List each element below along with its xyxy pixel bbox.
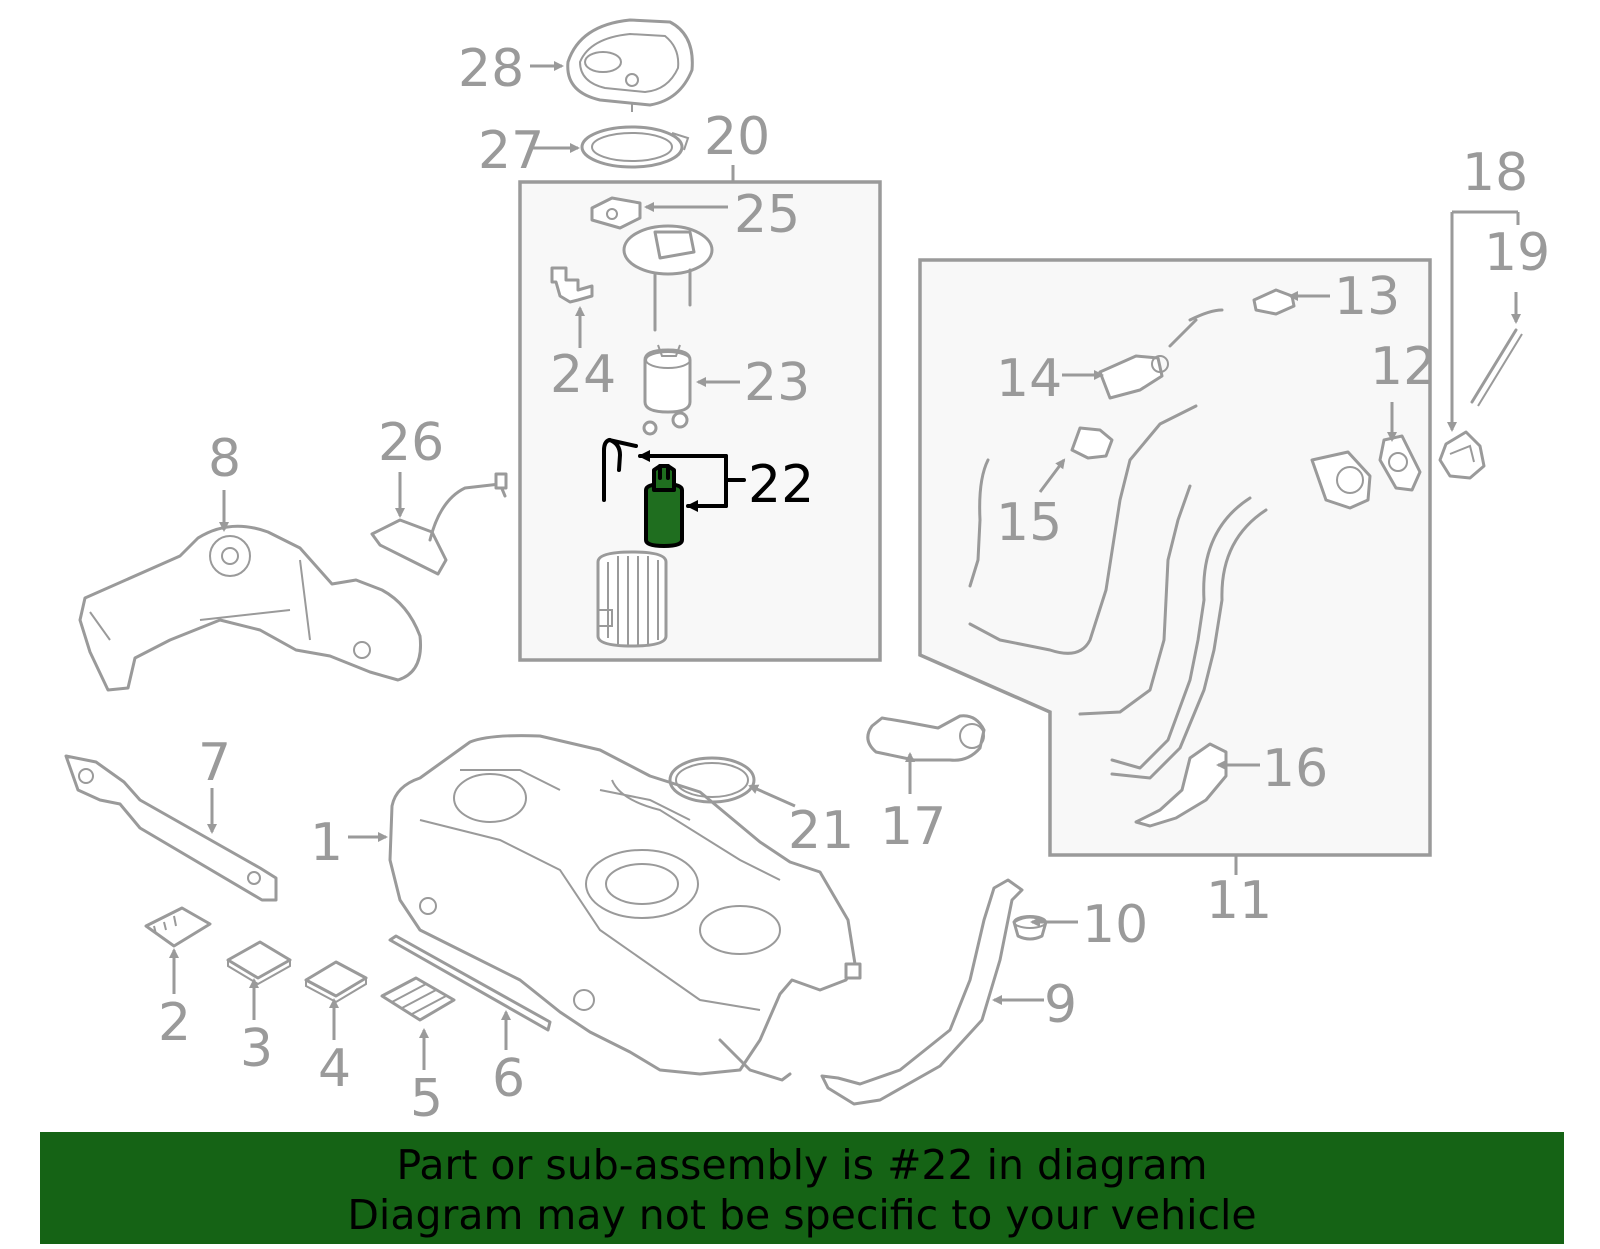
bracket-18 [1452,210,1520,225]
callout-26: 26 [378,413,444,473]
callout-14: 14 [996,349,1062,409]
callout-7: 7 [198,733,231,793]
callout-23: 23 [744,353,810,413]
callout-12: 12 [1370,337,1436,397]
leader-arrows [169,61,1521,1070]
part-27-gasket [580,125,690,169]
part-5-pad [380,976,456,1022]
part-13-valve [1252,288,1296,316]
callout-13: 13 [1334,267,1400,327]
callout-5: 5 [410,1069,443,1129]
part-19-rod [1470,328,1523,407]
part-25-clip [590,196,642,230]
callout-6: 6 [492,1049,525,1109]
part-1-fuel-tank [388,734,862,1082]
pump-flange [622,224,714,332]
part-8-heat-shield [78,524,423,692]
part-6-strip [388,934,552,1032]
callout-15: 15 [996,493,1062,553]
callout-25: 25 [734,185,800,245]
assembly-box-11 [918,258,1432,857]
callout-4: 4 [318,1039,351,1099]
callout-11: 11 [1206,871,1272,931]
part-18-fuel-cap [1438,430,1486,480]
banner-line-1: Part or sub-assembly is #22 in diagram [396,1141,1208,1189]
callout-9: 9 [1044,975,1077,1035]
callout-2: 2 [158,993,191,1053]
part-10-grommet [1012,915,1048,941]
part-21-seal-ring [668,756,756,804]
part-24-sensor [550,266,594,304]
part-28-cover [566,18,694,112]
leader-22-highlighted [638,450,746,512]
part-17-hose [866,714,986,762]
callout-labels: 28 27 20 25 24 23 22 26 8 7 1 2 3 4 5 6 … [158,39,1550,1129]
callout-8: 8 [208,429,241,489]
part-14-valve [1098,354,1169,400]
callout-24: 24 [550,345,616,405]
part-22-fuel-pump-highlighted [602,438,684,548]
part-23-housing [642,344,692,436]
part-26-harness [370,472,508,576]
callout-19: 19 [1484,223,1550,283]
callout-16: 16 [1262,739,1328,799]
callout-22: 22 [748,455,814,515]
part-4-pad [304,960,368,1004]
callout-20: 20 [704,107,770,167]
part-16-bracket [1134,742,1228,828]
part-11-filler-head [1310,450,1372,510]
callout-3: 3 [240,1019,273,1079]
part-12-gasket [1378,434,1422,492]
part-15-sensor [1070,426,1114,460]
part-7-strap [64,754,278,902]
part-9-strap [820,878,1024,1106]
part-11-filler-neck [968,308,1268,780]
callout-27: 27 [478,121,544,181]
pump-strainer [596,550,668,648]
callout-17: 17 [880,797,946,857]
callout-21: 21 [788,801,854,861]
part-2-pad [144,906,212,948]
banner-line-2: Diagram may not be specific to your vehi… [347,1191,1257,1239]
info-banner: Part or sub-assembly is #22 in diagram D… [40,1132,1564,1244]
callout-10: 10 [1082,895,1148,955]
part-3-pad [226,940,292,986]
callout-18: 18 [1462,143,1528,203]
callout-28: 28 [458,39,524,99]
callout-1: 1 [310,813,343,873]
